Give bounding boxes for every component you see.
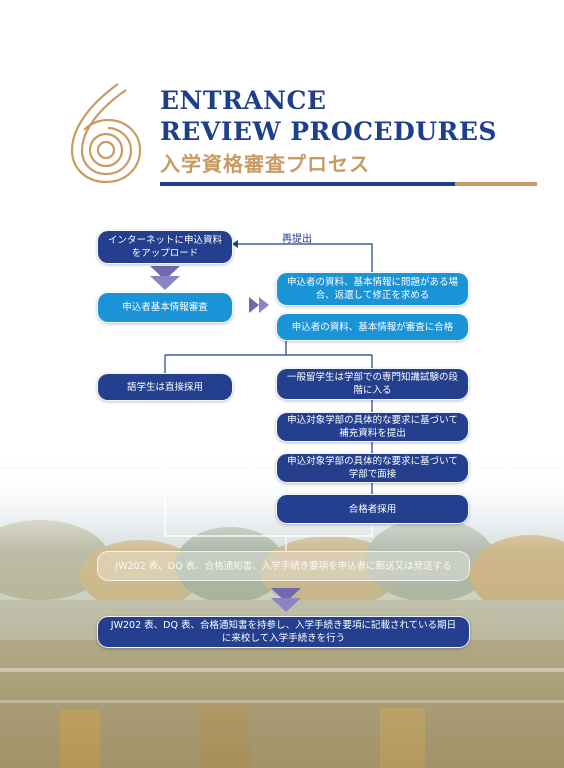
title-line-1: ENTRANCE bbox=[160, 86, 327, 115]
node-admitted: 合格者採用 bbox=[276, 494, 469, 524]
node-basic-review: 申込者基本情報審査 bbox=[97, 292, 233, 323]
number-six-emblem bbox=[70, 83, 142, 184]
node-language-student: 語学生は直接採用 bbox=[97, 373, 233, 401]
node-supplement: 申込対象学部の具体的な要求に基づいて補充資料を提出 bbox=[276, 412, 469, 442]
node-enrollment: JW202 表、DQ 表、合格通知書を持参し、入学手続き要項に記載されている期日… bbox=[97, 616, 470, 648]
node-upload: インターネットに申込資料をアップロード bbox=[97, 230, 233, 264]
node-pass: 申込者の資料、基本情報が審査に合格 bbox=[276, 313, 469, 341]
node-send-documents: JW202 表、DQ 表、合格通知書、入学手続き要項を申込者に郵送又は発送する bbox=[97, 551, 470, 581]
chevron-arrow-icon bbox=[150, 266, 180, 290]
node-problem-return: 申込者の資料、基本情報に問題がある場合、返還して修正を求める bbox=[276, 272, 469, 306]
header-rule-gold bbox=[455, 182, 537, 186]
node-general-student: 一般留学生は学部での専門知識試験の段階に入る bbox=[276, 368, 469, 400]
chevron-arrow-icon bbox=[249, 297, 269, 313]
header-rule-blue bbox=[160, 182, 455, 186]
title-japanese: 入学資格審査プロセス bbox=[160, 152, 370, 176]
chevron-arrow-icon bbox=[271, 588, 301, 612]
resubmit-label: 再提出 bbox=[282, 234, 312, 245]
title-line-2: REVIEW PROCEDURES bbox=[160, 117, 497, 146]
node-interview: 申込対象学部の具体的な要求に基づいて学部で面接 bbox=[276, 453, 469, 483]
